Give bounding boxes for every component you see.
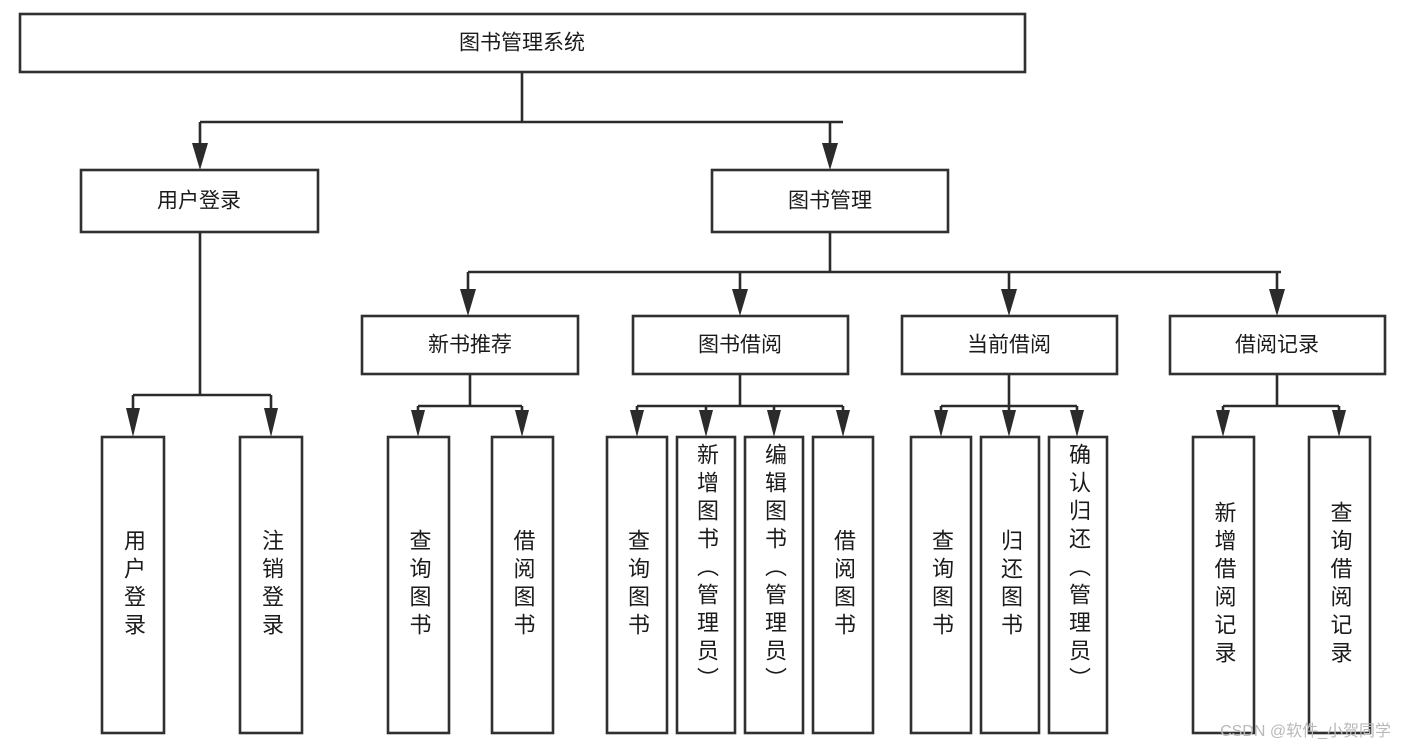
leaf-query-record-label: 查询借阅记录 — [1327, 501, 1353, 669]
node-current-borrow-box[interactable] — [900, 314, 1119, 376]
leaf-query-record-label-wrap: 查询借阅记录 — [1327, 501, 1353, 669]
leaf-borrow-book-1-box[interactable] — [490, 435, 555, 735]
leaf-query-record-box[interactable] — [1307, 435, 1372, 735]
leaf-add-book[interactable]: 新增图书（管理员） — [675, 435, 737, 735]
leaf-edit-book-label: 编辑图书（管理员） — [762, 443, 787, 695]
arrow-leaf-edit-book — [767, 410, 781, 437]
leaf-borrow-book-2[interactable]: 借阅图书 — [811, 435, 875, 735]
leaf-return-book-label-wrap: 归还图书 — [998, 529, 1023, 641]
leaf-logout-login[interactable]: 注销登录 — [238, 435, 304, 735]
arrow-leaf-borrow-book-2 — [836, 410, 850, 437]
leaf-borrow-book-1[interactable]: 借阅图书 — [490, 435, 555, 735]
leaf-query-book-1[interactable]: 查询图书 — [386, 435, 451, 735]
arrow-leaf-user-login — [126, 408, 140, 437]
node-root[interactable]: 图书管理系统 — [18, 12, 1027, 74]
node-borrow-record[interactable]: 借阅记录 — [1168, 314, 1387, 376]
leaf-add-record-box[interactable] — [1191, 435, 1256, 735]
node-root-label: 图书管理系统 — [459, 32, 585, 55]
leaf-borrow-book-2-box[interactable] — [811, 435, 875, 735]
leaf-query-book-2[interactable]: 查询图书 — [605, 435, 669, 735]
leaf-return-book-box[interactable] — [979, 435, 1041, 735]
arrow-leaf-query-book-2 — [630, 410, 644, 437]
leaf-logout-login-label-wrap: 注销登录 — [259, 529, 284, 641]
leaf-query-book-3[interactable]: 查询图书 — [909, 435, 973, 735]
arrow-leaf-query-record — [1332, 410, 1346, 437]
leaf-query-book-3-label-wrap: 查询图书 — [929, 529, 954, 641]
node-book-manage-label: 图书管理 — [788, 190, 872, 213]
leaf-add-record-label-wrap: 新增借阅记录 — [1211, 501, 1237, 669]
leaf-confirm-return[interactable]: 确认归还（管理员） — [1047, 435, 1109, 735]
leaf-user-login-box[interactable] — [100, 435, 166, 735]
node-book-manage-box[interactable] — [710, 168, 950, 234]
node-current-borrow-label: 当前借阅 — [967, 334, 1051, 357]
leaf-query-book-1-label: 查询图书 — [406, 529, 432, 641]
node-current-borrow[interactable]: 当前借阅 — [900, 314, 1119, 376]
arrow-leaf-add-record — [1216, 410, 1230, 437]
leaf-add-book-label: 新增图书（管理员） — [694, 443, 719, 695]
arrow-borrow-record — [1269, 289, 1285, 316]
leaf-user-login-label-wrap: 用户登录 — [121, 529, 146, 641]
node-user-login-label: 用户登录 — [157, 190, 241, 213]
leaf-borrow-book-2-label-wrap: 借阅图书 — [831, 529, 856, 641]
leaf-query-book-2-label: 查询图书 — [625, 529, 650, 641]
arrow-leaf-add-book — [699, 410, 713, 437]
node-user-login-box[interactable] — [79, 168, 320, 234]
node-book-manage[interactable]: 图书管理 — [710, 168, 950, 234]
node-book-borrow-box[interactable] — [631, 314, 850, 376]
leaf-edit-book-box[interactable] — [743, 435, 805, 735]
connector-layer — [126, 72, 1346, 437]
leaf-add-record-label: 新增借阅记录 — [1211, 501, 1237, 669]
arrow-book-manage — [822, 143, 838, 170]
leaf-add-record[interactable]: 新增借阅记录 — [1191, 435, 1256, 735]
leaf-add-book-label-wrap: 新增图书（管理员） — [694, 443, 719, 695]
node-new-book-recommend[interactable]: 新书推荐 — [360, 314, 580, 376]
node-new-book-recommend-label: 新书推荐 — [428, 334, 512, 357]
leaf-borrow-book-1-label: 借阅图书 — [510, 529, 536, 641]
leaf-edit-book[interactable]: 编辑图书（管理员） — [743, 435, 805, 735]
node-book-borrow[interactable]: 图书借阅 — [631, 314, 850, 376]
arrow-leaf-query-book-1 — [411, 410, 425, 437]
node-borrow-record-label: 借阅记录 — [1235, 334, 1319, 357]
arrow-leaf-confirm-return — [1070, 410, 1084, 437]
leaf-edit-book-label-wrap: 编辑图书（管理员） — [762, 443, 787, 695]
leaf-confirm-return-label-wrap: 确认归还（管理员） — [1066, 443, 1091, 695]
arrow-book-borrow — [732, 289, 748, 316]
leaf-query-book-1-box[interactable] — [386, 435, 451, 735]
leaf-user-login-label: 用户登录 — [121, 529, 146, 641]
arrow-new-book — [460, 289, 476, 316]
arrow-leaf-logout-login — [264, 408, 278, 437]
leaf-query-book-3-box[interactable] — [909, 435, 973, 735]
arrow-leaf-borrow-book-1 — [515, 410, 529, 437]
arrow-user-login — [192, 143, 208, 170]
node-user-login[interactable]: 用户登录 — [79, 168, 320, 234]
leaf-logout-login-label: 注销登录 — [259, 529, 284, 641]
node-root-box[interactable] — [18, 12, 1027, 74]
arrow-leaf-query-book-3 — [934, 410, 948, 437]
leaf-return-book[interactable]: 归还图书 — [979, 435, 1041, 735]
leaf-confirm-return-box[interactable] — [1047, 435, 1109, 735]
arrow-leaf-return-book — [1002, 410, 1016, 437]
leaf-borrow-book-2-label: 借阅图书 — [831, 529, 856, 641]
leaf-add-book-box[interactable] — [675, 435, 737, 735]
node-book-borrow-label: 图书借阅 — [698, 334, 782, 357]
node-borrow-record-box[interactable] — [1168, 314, 1387, 376]
leaf-borrow-book-1-label-wrap: 借阅图书 — [510, 529, 536, 641]
node-new-book-recommend-box[interactable] — [360, 314, 580, 376]
leaf-confirm-return-label: 确认归还（管理员） — [1066, 443, 1091, 695]
leaf-query-book-2-box[interactable] — [605, 435, 669, 735]
leaf-query-book-2-label-wrap: 查询图书 — [625, 529, 650, 641]
leaf-return-book-label: 归还图书 — [998, 529, 1023, 641]
leaf-query-book-3-label: 查询图书 — [929, 529, 954, 641]
leaf-user-login[interactable]: 用户登录 — [100, 435, 166, 735]
leaf-query-book-1-label-wrap: 查询图书 — [406, 529, 432, 641]
arrow-current-borrow — [1001, 289, 1017, 316]
leaf-query-record[interactable]: 查询借阅记录 — [1307, 435, 1372, 735]
leaf-logout-login-box[interactable] — [238, 435, 304, 735]
